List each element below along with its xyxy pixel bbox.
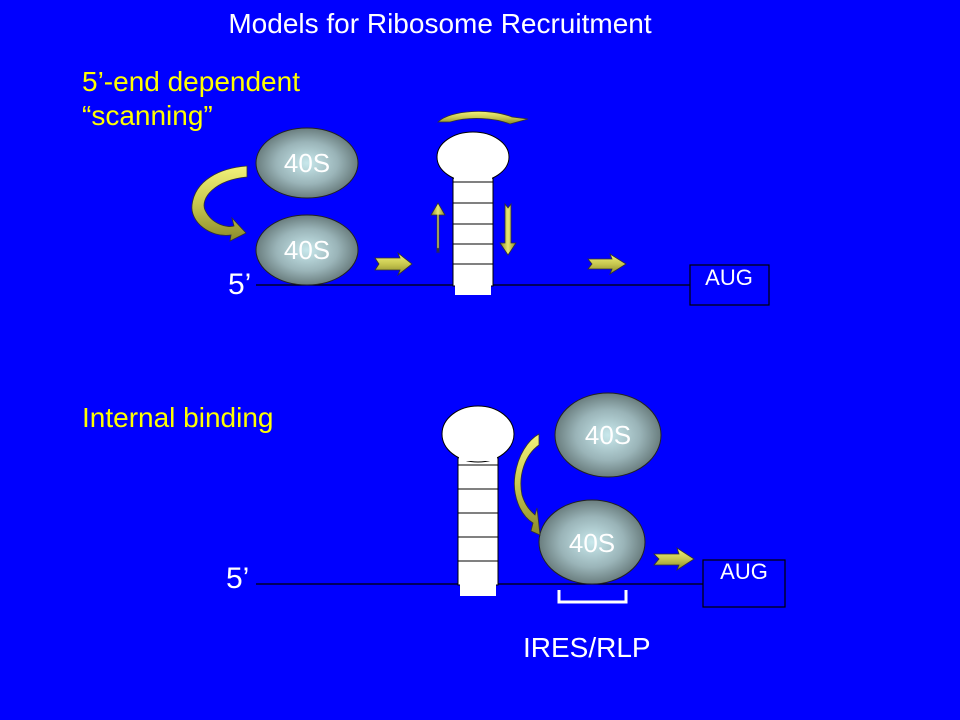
ires-rlp-label: IRES/RLP — [523, 632, 651, 663]
bottom-ribosome-upper — [554, 392, 662, 478]
scan-arrow-2 — [587, 253, 627, 275]
bottom-aug-label: AUG — [720, 559, 768, 584]
internal-recruit-arrow — [513, 433, 541, 536]
bottom-ribosome-lower-label: 40S — [569, 528, 615, 558]
bottom-ribosome-lower — [538, 499, 646, 585]
internal-scan-arrow — [653, 547, 695, 572]
top-five-prime-label: 5’ — [228, 268, 252, 301]
internal-binding-heading: Internal binding — [82, 402, 274, 433]
top-ribosome-upper-label: 40S — [284, 148, 330, 178]
bottom-five-prime-label: 5’ — [226, 562, 250, 595]
scanning-heading-line2: “scanning” — [82, 100, 213, 131]
bottom-ribosome-upper-label: 40S — [585, 420, 631, 450]
top-ribosome-upper — [255, 127, 359, 199]
top-aug-label: AUG — [705, 265, 753, 290]
scanning-heading-line1: 5’-end dependent — [82, 66, 300, 97]
down-arrow — [499, 202, 517, 256]
top-ribosome-lower-label: 40S — [284, 235, 330, 265]
bottom-aug-box — [702, 559, 786, 608]
ires-bracket — [557, 590, 628, 604]
top-stem-loop — [436, 131, 510, 295]
top-aug-box — [689, 264, 770, 306]
up-arrow — [430, 202, 446, 254]
top-ribosome-lower — [255, 214, 359, 286]
top-loop-unwind-arrow — [437, 111, 529, 125]
top-recruit-arrow — [191, 165, 248, 242]
slide-title: Models for Ribosome Recruitment — [228, 8, 652, 39]
bottom-stem-loop — [441, 405, 515, 596]
scan-arrow-1 — [374, 251, 413, 277]
